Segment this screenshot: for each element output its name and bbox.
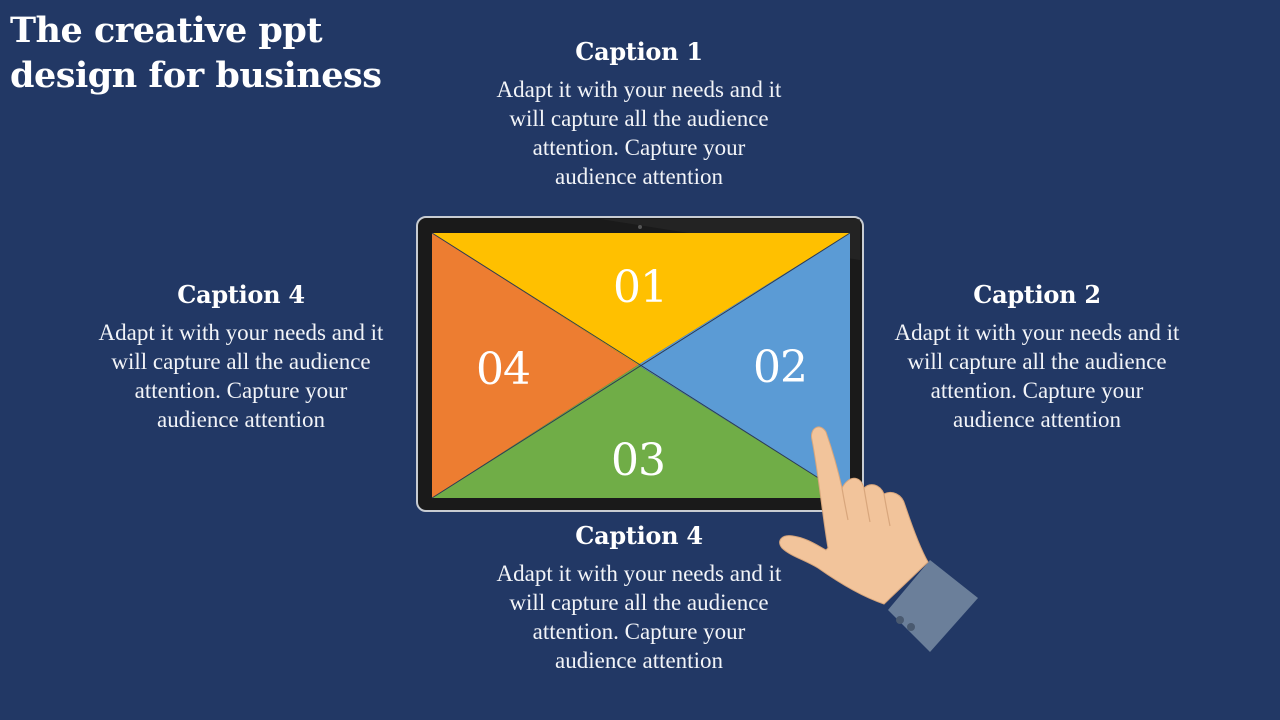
caption-1-text: Adapt it with your needs and it will cap… xyxy=(496,77,782,189)
diagonal-line xyxy=(431,232,851,499)
caption-2-block: Caption 2 Adapt it with your needs and i… xyxy=(887,280,1187,434)
pointing-hand-icon xyxy=(779,426,978,652)
caption-2-heading: Caption 2 xyxy=(973,280,1101,309)
caption-bottom-block: Caption 4 Adapt it with your needs and i… xyxy=(489,521,789,675)
caption-left-block: Caption 4 Adapt it with your needs and i… xyxy=(91,280,391,434)
caption-bottom-text: Adapt it with your needs and it will cap… xyxy=(496,561,782,673)
segment-01-label: 01 xyxy=(613,262,667,313)
caption-1-block: Caption 1 Adapt it with your needs and i… xyxy=(489,37,789,191)
camera-icon xyxy=(638,225,642,229)
segment-03-label: 03 xyxy=(611,435,665,486)
caption-2-text: Adapt it with your needs and it will cap… xyxy=(894,320,1180,432)
caption-1-heading: Caption 1 xyxy=(575,37,703,66)
segment-02 xyxy=(638,233,850,498)
segment-02-label: 02 xyxy=(753,342,807,393)
segment-01 xyxy=(432,233,850,365)
caption-left-text: Adapt it with your needs and it will cap… xyxy=(98,320,384,432)
slide-title: The creative ppt design for business xyxy=(10,10,382,96)
segment-03 xyxy=(432,365,850,498)
caption-left-heading: Caption 4 xyxy=(177,280,305,309)
segment-04 xyxy=(432,233,638,498)
caption-bottom-heading: Caption 4 xyxy=(575,521,703,550)
segment-04-label: 04 xyxy=(476,344,530,395)
